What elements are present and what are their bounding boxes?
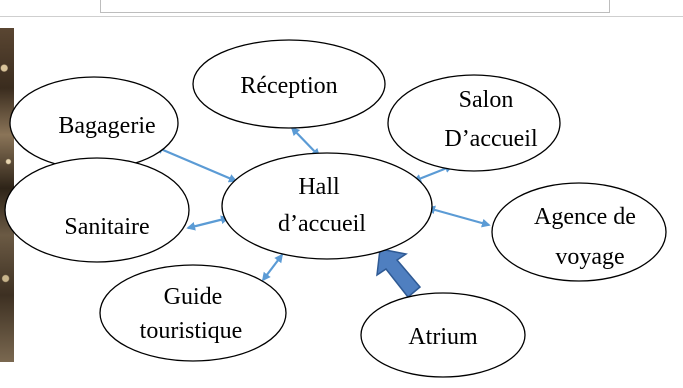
background-photo-strip xyxy=(0,28,14,362)
node-bagagerie-label: Bagagerie xyxy=(58,113,155,139)
top-divider xyxy=(0,16,683,17)
node-agence-label-line2: voyage xyxy=(555,244,624,270)
node-salon-label-line2: D’accueil xyxy=(444,126,538,152)
connector-hall-sanitaire xyxy=(186,215,230,231)
node-sanitaire-label: Sanitaire xyxy=(64,214,149,240)
node-hall-label-line2: d’accueil xyxy=(278,211,366,237)
node-agence: Agence de voyage xyxy=(491,182,667,282)
node-salon-label-line1: Salon xyxy=(459,87,514,113)
connector-hall-agence xyxy=(426,205,491,228)
node-agence-label-line1: Agence de xyxy=(534,204,636,230)
atrium-to-hall-arrow xyxy=(376,248,422,299)
node-atrium: Atrium xyxy=(360,292,526,378)
connector-hall-guide xyxy=(261,253,284,282)
node-reception-label: Réception xyxy=(240,73,337,99)
node-guide-label-line2: touristique xyxy=(140,318,243,344)
node-sanitaire: Sanitaire xyxy=(4,157,190,263)
node-salon: Salon D’accueil xyxy=(387,74,561,172)
connector-hall-reception xyxy=(290,126,321,158)
top-input-field xyxy=(100,0,610,13)
node-bagagerie: Bagagerie xyxy=(9,76,179,170)
node-guide: Guide touristique xyxy=(99,264,287,362)
node-reception: Réception xyxy=(192,39,386,129)
node-atrium-label: Atrium xyxy=(408,324,478,350)
connector-hall-bagagerie xyxy=(154,145,238,183)
node-hall: Hall d’accueil xyxy=(221,152,433,260)
node-guide-label-line1: Guide xyxy=(164,284,223,310)
node-hall-label-line1: Hall xyxy=(298,174,340,200)
